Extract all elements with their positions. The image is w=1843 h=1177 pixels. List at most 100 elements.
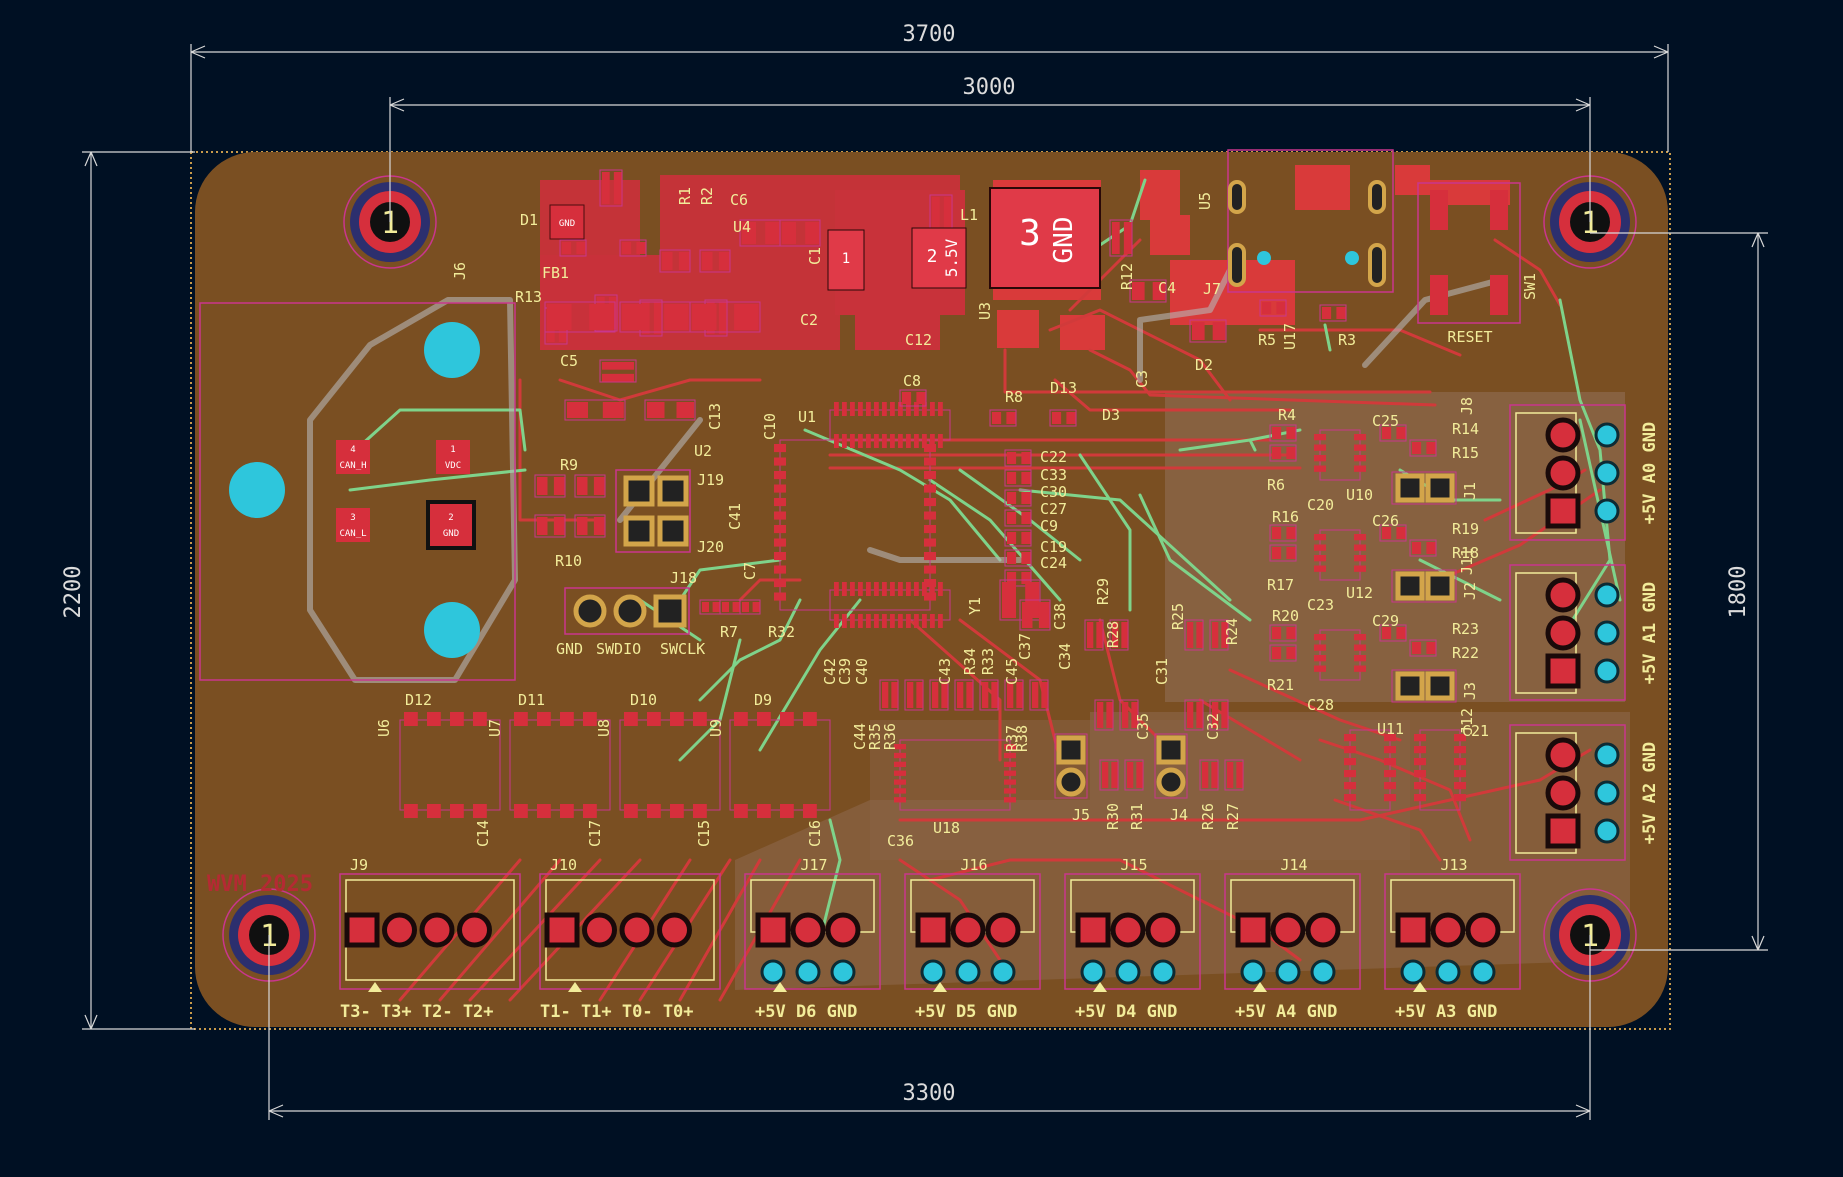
- designator: C39: [836, 658, 854, 685]
- smd-component: [739, 599, 761, 615]
- pin-number: 4: [350, 445, 355, 455]
- smd-component: [1269, 644, 1297, 662]
- ic-package: [894, 739, 1016, 811]
- designator: C2: [800, 311, 818, 329]
- smd-component: [1184, 619, 1204, 651]
- designator: J2: [1461, 582, 1479, 600]
- bottom-terminal-connector[interactable]: +5V D5 GND J16: [904, 856, 1041, 1022]
- smd-component: [1199, 759, 1219, 791]
- designator: U18: [933, 819, 960, 837]
- designator: R26: [1199, 803, 1217, 830]
- bottom-terminal-connector[interactable]: T3- T3+ T2- T2+J9: [339, 856, 521, 1022]
- designator: J6: [451, 262, 469, 280]
- can-pin-3: 3 CAN_L: [336, 508, 370, 542]
- designator: R37: [1003, 725, 1021, 752]
- bottom-terminal-ref: J16: [961, 856, 988, 874]
- designator: C33: [1040, 466, 1067, 484]
- designator: C38: [1051, 603, 1069, 630]
- pin-name: VDC: [445, 461, 461, 471]
- jumper-headers-j19-j20[interactable]: [615, 469, 691, 553]
- smd-component: [1094, 699, 1114, 731]
- bottom-terminal-ref: J17: [801, 856, 828, 874]
- smd-component: [1004, 489, 1032, 507]
- hole-number: 1: [1581, 206, 1599, 241]
- smd-component: [1084, 619, 1104, 651]
- designator: U3: [976, 302, 994, 320]
- designator: U10: [1346, 486, 1373, 504]
- designator: C40: [853, 658, 871, 685]
- designator: R32: [768, 623, 795, 641]
- designator: R33: [979, 648, 997, 675]
- bottom-terminal-ref: J10: [550, 856, 577, 874]
- designator: U5: [1196, 192, 1214, 210]
- designator: C41: [726, 503, 744, 530]
- ic-package: [1314, 529, 1366, 581]
- l1-pad-label: GND: [1049, 217, 1079, 264]
- smd-component: [1049, 409, 1077, 427]
- can-connector-j6[interactable]: 4 CAN_H 1 VDC 3 CAN_L 2 GND: [199, 302, 516, 681]
- designator: U1: [798, 408, 816, 426]
- usb-connector-j7[interactable]: [1227, 149, 1394, 293]
- designator: U9: [707, 719, 725, 737]
- mounting-pad: [424, 322, 480, 378]
- smd-component: [1099, 759, 1119, 791]
- brand-text: WVM 2025: [207, 872, 313, 897]
- swd-label-gnd: GND: [556, 640, 583, 658]
- bottom-terminal-ref: J13: [1441, 856, 1468, 874]
- swd-header-j18[interactable]: GND SWDIO SWCLK: [556, 587, 705, 658]
- smd-component: [899, 389, 927, 407]
- designator: J18: [670, 569, 697, 587]
- designator: R2: [698, 187, 716, 205]
- pin-number: 2: [448, 513, 453, 523]
- designator: R38: [1013, 725, 1031, 752]
- bottom-terminal-connector[interactable]: T1- T1+ T0- T0+J10: [539, 856, 721, 1022]
- designator: C21: [1462, 722, 1489, 740]
- bottom-terminal-label: +5V D5 GND: [915, 1002, 1017, 1022]
- u4-pad-label: 5.5V: [942, 238, 961, 277]
- power-labels: GND 3 GND 1 2 5.5V: [549, 187, 1101, 291]
- smd-component: [699, 249, 731, 273]
- smd-footprints: [399, 169, 1466, 818]
- can-pin-2: 2 GND: [426, 500, 476, 550]
- can-pin-4: 4 CAN_H: [336, 440, 370, 474]
- small-headers[interactable]: [1054, 471, 1457, 799]
- designator: U12: [1346, 584, 1373, 602]
- designator: C15: [695, 820, 713, 847]
- ic-package: [829, 582, 951, 628]
- smd-component: [879, 679, 899, 711]
- designator: U17: [1281, 323, 1299, 350]
- designator: Y1: [966, 597, 984, 615]
- designator: R19: [1452, 520, 1479, 538]
- right-terminal-label: +5V A2 GND: [1640, 742, 1660, 844]
- designator: D12: [405, 691, 432, 709]
- bottom-terminal-label: +5V A4 GND: [1235, 1002, 1337, 1022]
- designator: R13: [515, 288, 542, 306]
- designator: R24: [1223, 618, 1241, 645]
- smd-component: [1319, 304, 1347, 322]
- designator: C9: [1040, 517, 1058, 535]
- designator: R20: [1272, 607, 1299, 625]
- designator: R9: [560, 456, 578, 474]
- reset-switch-sw1[interactable]: RESET: [1417, 182, 1521, 346]
- designator: R14: [1452, 420, 1479, 438]
- designator: C16: [806, 820, 824, 847]
- designator: C8: [903, 372, 921, 390]
- designator: R28: [1104, 621, 1122, 648]
- designator: C30: [1040, 483, 1067, 501]
- designator: R30: [1104, 803, 1122, 830]
- ic-package: [1314, 629, 1366, 681]
- designator: J4: [1170, 806, 1188, 824]
- smd-component: [1409, 439, 1437, 457]
- smd-component: [1189, 319, 1227, 343]
- ic-package: [729, 712, 831, 818]
